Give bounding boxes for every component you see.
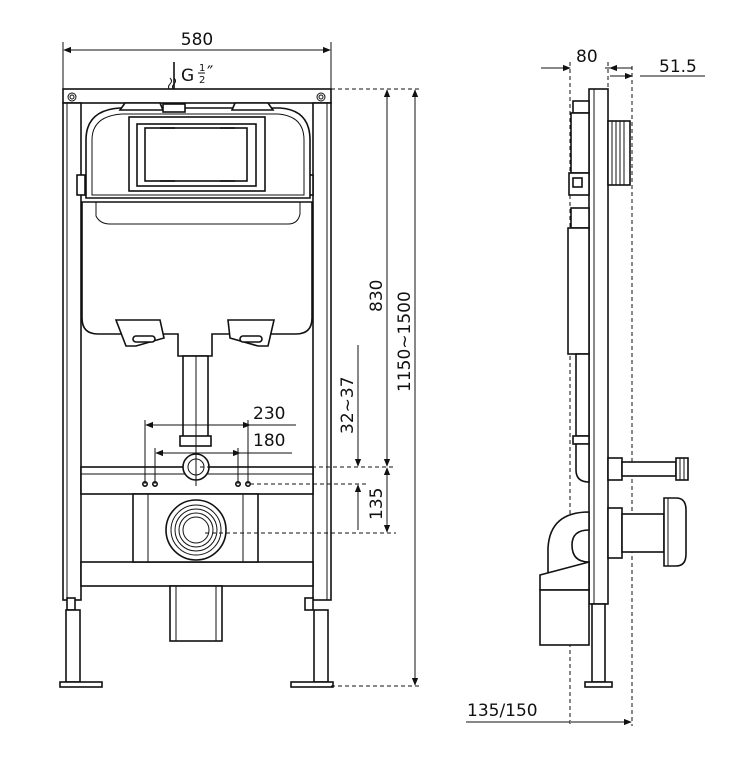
- drain-depth-dimension: 135/150: [466, 701, 632, 726]
- bolt-spacing-dimensions: 230 180: [144, 404, 296, 484]
- tank-height-label: 830: [367, 280, 387, 312]
- side-cistern: [567, 100, 590, 355]
- side-drain-bend: [539, 497, 687, 646]
- flush-pipe: [179, 355, 212, 486]
- side-offset-label: 51.5: [659, 57, 697, 77]
- side-flush-pipe: [572, 353, 689, 483]
- cistern: [81, 102, 313, 357]
- depth-label: 80: [576, 47, 598, 67]
- front-view: 580 G 1 2 ″: [59, 30, 420, 688]
- width-dimension: 580: [62, 30, 332, 90]
- bolt-inner-label: 180: [253, 431, 285, 451]
- inlet-fraction-denominator: 2: [199, 75, 205, 86]
- drain-depth-label: 135/150: [467, 701, 538, 721]
- bolt-outer-label: 230: [253, 404, 285, 424]
- width-label: 580: [181, 30, 213, 50]
- inlet-label: G: [181, 66, 194, 86]
- inlet-fraction-numerator: 1: [199, 63, 205, 74]
- vertical-dimensions: 830 1150~1500 32~37 135: [338, 89, 419, 686]
- side-leg: [584, 603, 613, 688]
- side-inlet-thread: [607, 120, 631, 186]
- reference-lines: [200, 88, 420, 687]
- side-frame-rail: [588, 88, 609, 605]
- total-height-label: 1150~1500: [395, 291, 415, 392]
- frame: [62, 88, 332, 611]
- inlet-quote: ″: [207, 63, 213, 83]
- drain-height-label: 135: [367, 488, 387, 520]
- side-view: 80 51.5: [466, 47, 705, 726]
- offset-label: 32~37: [338, 376, 358, 434]
- legs: [59, 609, 334, 688]
- inlet-callout: G 1 2 ″: [168, 62, 213, 102]
- drain-assembly: [132, 493, 259, 642]
